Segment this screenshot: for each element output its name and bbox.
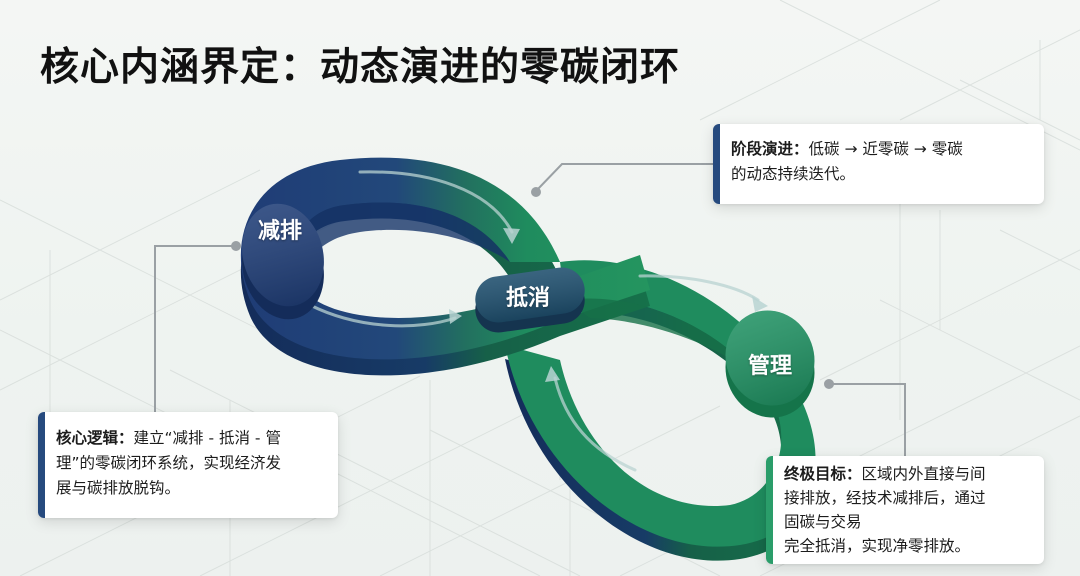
node-manage: 管理 (748, 354, 793, 379)
card-logic-line2: 理”的零碳闭环系统，实现经济发 (56, 454, 282, 472)
card-goal-line3: 固碳与交易 (784, 513, 862, 531)
connector-goal (829, 383, 906, 456)
node-reduce: 减排 (258, 219, 303, 244)
connector-reduce (154, 245, 236, 412)
pad-offset (475, 267, 585, 333)
pad-reduce (242, 203, 324, 320)
card-stage-lead: 阶段演进： (731, 140, 809, 158)
card-stage-line1: 低碳 → 近零碳 → 零碳 (808, 140, 963, 158)
card-stage-evolution: 阶段演进：低碳 → 近零碳 → 零碳 的动态持续迭代。 (713, 124, 1044, 204)
pad-manage (725, 310, 815, 418)
card-logic-line3: 展与碳排放脱钩。 (56, 479, 181, 497)
card-stage-line2: 的动态持续迭代。 (731, 165, 856, 183)
card-goal-line1: 区域内外直接与间 (861, 465, 986, 483)
card-logic-lead: 核心逻辑： (56, 429, 134, 447)
card-goal-lead: 终极目标： (784, 465, 862, 483)
connector-stage (536, 163, 714, 191)
node-offset: 抵消 (506, 286, 551, 311)
page-title: 核心内涵界定：动态演进的零碳闭环 (40, 45, 681, 90)
card-logic-line1: 建立“减排 - 抵消 - 管 (133, 429, 281, 447)
card-goal-line4: 完全抵消，实现净零排放。 (784, 537, 971, 555)
card-goal-line2: 接排放，经技术减排后，通过 (784, 489, 986, 507)
card-core-logic: 核心逻辑：建立“减排 - 抵消 - 管 理”的零碳闭环系统，实现经济发 展与碳排… (38, 412, 338, 518)
card-ultimate-goal: 终极目标：区域内外直接与间 接排放，经技术减排后，通过 固碳与交易 完全抵消，实… (766, 456, 1044, 564)
